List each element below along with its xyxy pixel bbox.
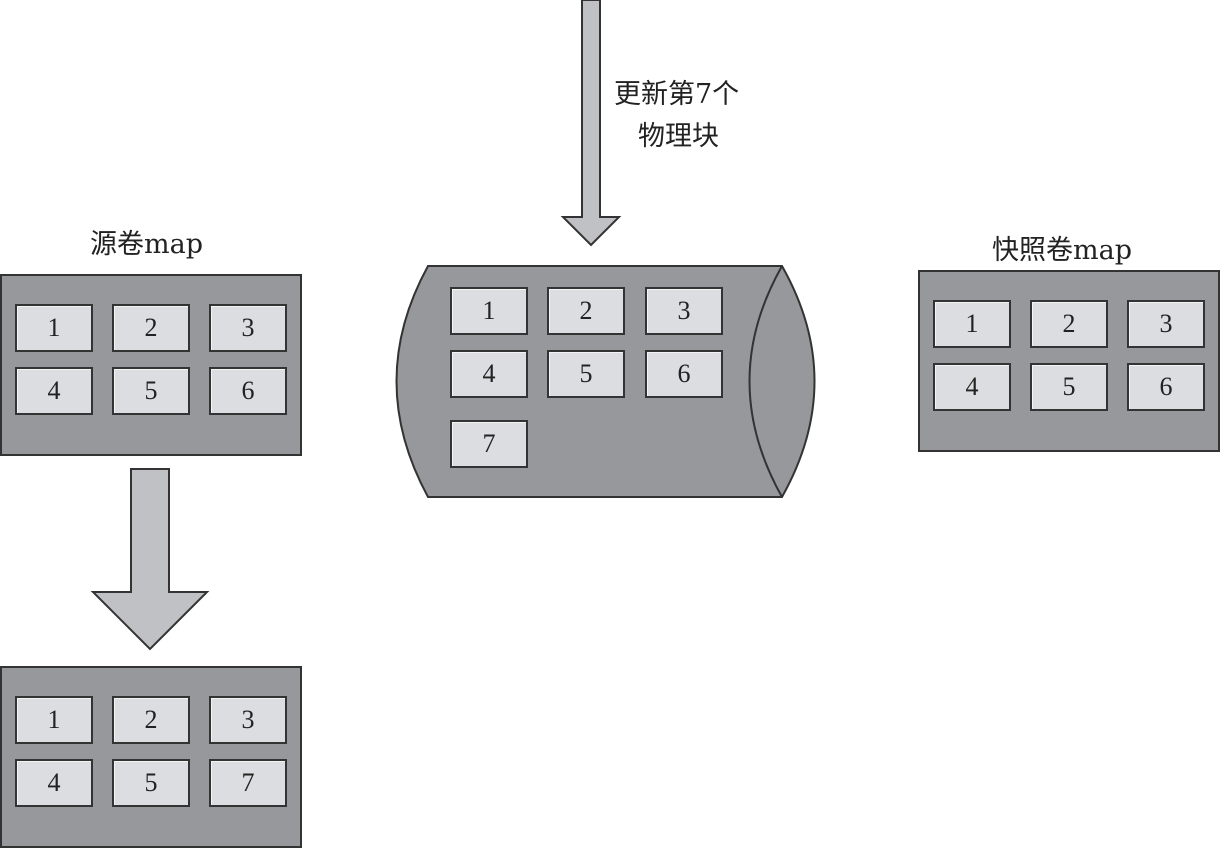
source-block: 6	[209, 367, 287, 415]
source-map: 1 2 3 4 5 6	[0, 274, 302, 456]
update-arrow	[560, 0, 622, 247]
volume-block: 7	[450, 420, 528, 468]
volume-block: 1	[450, 287, 528, 335]
snapshot-block: 4	[933, 363, 1011, 411]
source-updated-block: 2	[112, 696, 190, 744]
source-map-title: 源卷map	[90, 229, 203, 260]
snapshot-block: 2	[1030, 300, 1108, 348]
snapshot-block: 5	[1030, 363, 1108, 411]
update-label-line-1: 更新第7个	[614, 79, 740, 110]
volume-block: 5	[547, 350, 625, 398]
source-block: 2	[112, 304, 190, 352]
source-updated-block: 4	[15, 759, 93, 807]
snapshot-block: 3	[1127, 300, 1205, 348]
source-updated-block: 5	[112, 759, 190, 807]
source-block: 4	[15, 367, 93, 415]
snapshot-block: 6	[1127, 363, 1205, 411]
remap-arrow	[90, 468, 210, 651]
snapshot-block: 1	[933, 300, 1011, 348]
source-map-updated: 1 2 3 4 5 7	[0, 666, 302, 848]
volume-block: 6	[645, 350, 723, 398]
snapshot-map: 1 2 3 4 5 6	[918, 270, 1220, 452]
physical-volume-cylinder-end	[748, 265, 783, 498]
source-block: 5	[112, 367, 190, 415]
source-updated-block: 1	[15, 696, 93, 744]
update-label-line-2: 物理块	[638, 121, 719, 152]
snapshot-map-title: 快照卷map	[992, 235, 1132, 266]
source-block: 1	[15, 304, 93, 352]
source-updated-block: 7	[209, 759, 287, 807]
volume-block: 2	[547, 287, 625, 335]
volume-block: 3	[645, 287, 723, 335]
source-updated-block: 3	[209, 696, 287, 744]
source-block: 3	[209, 304, 287, 352]
volume-block: 4	[450, 350, 528, 398]
